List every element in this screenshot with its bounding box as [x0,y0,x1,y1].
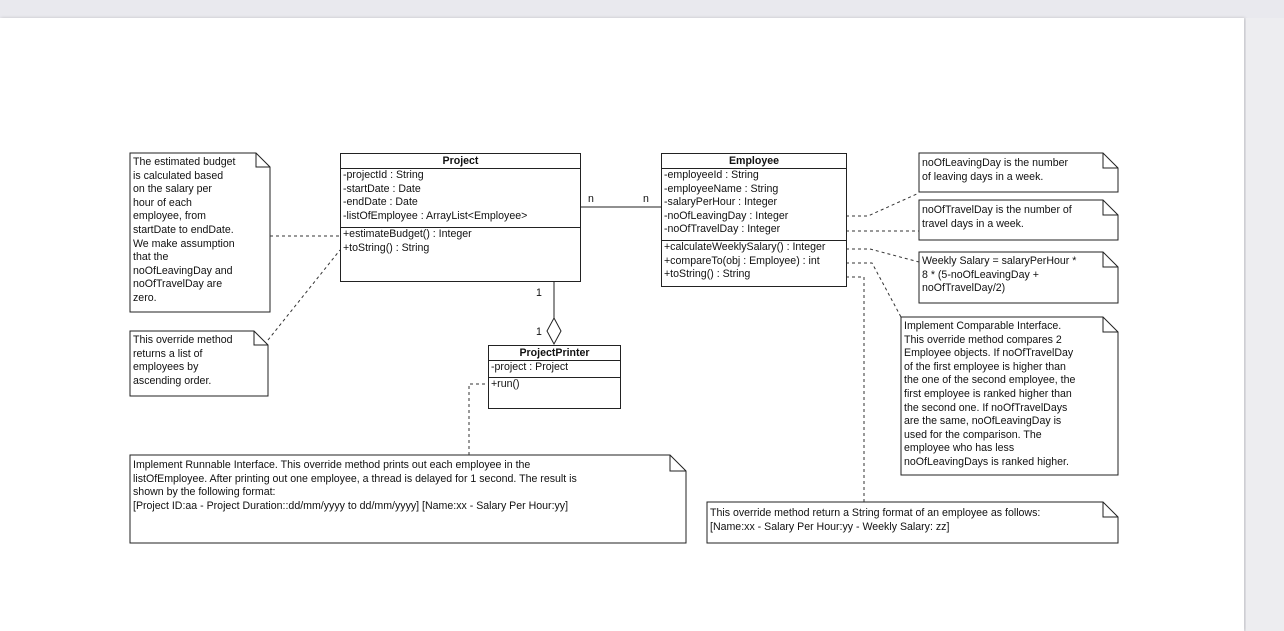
class-project-printer-name: ProjectPrinter [489,346,620,361]
aggregation-diamond [546,316,562,346]
note-line: listOfEmployee. After printing out one e… [133,472,577,485]
note-comparable-shape [900,316,1119,476]
note-line: [Project ID:aa - Project Duration::dd/mm… [133,499,569,512]
connector-leaving [846,192,920,217]
note-line: 8 * (5-noOfLeavingDay + [922,268,1039,281]
note-line: employees by [133,361,199,374]
note-line: used for the comparison. The [904,428,1042,441]
note-line: ascending order. [133,374,212,387]
right-scroll-area[interactable] [1246,18,1284,631]
attribute: -noOfLeavingDay : Integer [664,209,789,222]
note-line: noOfTravelDay is the number of [922,204,1072,216]
note-tostring-project: This override method returns a list of e… [130,332,237,390]
connector-weekly [846,248,920,263]
class-project-name: Project [341,154,580,169]
attribute: -listOfEmployee : ArrayList<Employee> [343,209,528,222]
note-tostring-employee-shape [706,501,1119,544]
note-line: noOfLeavingDay and [133,264,233,277]
note-line: employee who has less [904,442,1015,455]
attribute: -employeeName : String [664,182,779,195]
note-tostring-project-shape [129,330,269,397]
connector-tostring-project [267,249,341,341]
note-line: [Name:xx - Salary Per Hour:yy - Weekly S… [710,520,950,533]
class-employee-name: Employee [662,154,846,169]
method: +toString() : String [664,268,751,281]
note-travel-shape [918,199,1119,241]
attribute: -salaryPerHour : Integer [664,196,778,209]
note-line: first employee is ranked higher than [904,387,1072,400]
note-line: This override method [133,334,233,346]
attribute: -project : Project [491,361,569,373]
class-project-methods: +estimateBudget() : Integer +toString() … [341,228,580,255]
note-budget-shape [129,152,271,313]
note-tostring-employee: This override method return a String for… [707,505,1044,536]
note-runnable-shape [129,454,687,544]
attribute: -employeeId : String [664,169,759,181]
note-leaving-shape [918,152,1119,193]
class-employee[interactable]: Employee -employeeId : String -employeeN… [661,153,847,287]
multiplicity-aggregation-bottom: 1 [536,326,542,338]
note-line: employee, from [133,210,207,223]
note-line: hour of each [133,196,192,209]
note-line: the one of the second employee, the [904,374,1076,387]
class-project[interactable]: Project -projectId : String -startDate :… [340,153,581,282]
attribute: -endDate : Date [343,196,418,209]
note-travel: noOfTravelDay is the number of travel da… [919,202,1076,233]
note-leaving: noOfLeavingDay is the number of leaving … [919,155,1072,186]
note-line: startDate to endDate. [133,223,234,236]
multiplicity-employee-side: n [643,193,649,205]
note-line: Implement Comparable Interface. [904,320,1062,332]
note-line: the second one. If noOfTravelDays [904,401,1068,414]
connector-runnable [468,383,488,455]
note-line: is calculated based [133,169,224,182]
multiplicity-project-side: n [588,193,594,205]
note-runnable: Implement Runnable Interface. This overr… [130,457,581,515]
note-line: noOfLeavingDays is ranked higher. [904,455,1069,468]
note-line: This override method compares 2 [904,333,1062,346]
note-line: Weekly Salary = salaryPerHour * [922,255,1077,267]
note-line: This override method return a String for… [710,507,1041,519]
method: +toString() : String [343,241,430,254]
note-line: that the [133,251,169,264]
multiplicity-aggregation-top: 1 [536,287,542,299]
class-employee-attributes: -employeeId : String -employeeName : Str… [662,169,846,241]
note-line: travel days in a week. [922,217,1024,230]
note-line: noOfLeavingDay is the number [922,157,1069,169]
method: +run() [491,378,520,390]
method: +calculateWeeklySalary() : Integer [664,241,826,253]
note-line: Implement Runnable Interface. This overr… [133,459,531,471]
note-budget: The estimated budget is calculated based… [130,154,239,308]
note-line: The estimated budget [133,156,236,168]
note-line: Employee objects. If noOfTravelDay [904,347,1074,360]
note-line: We make assumption [133,237,235,250]
attribute: -noOfTravelDay : Integer [664,223,781,236]
connector-tostring-employee [846,276,865,502]
method: +estimateBudget() : Integer [343,228,472,240]
class-project-attributes: -projectId : String -startDate : Date -e… [341,169,580,228]
note-line: on the salary per [133,183,212,196]
note-line: zero. [133,291,157,304]
note-line: noOfTravelDay are [133,278,223,291]
note-line: of leaving days in a week. [922,170,1044,183]
note-weekly-shape [918,251,1119,304]
note-line: shown by the following format: [133,486,276,499]
note-weekly: Weekly Salary = salaryPerHour * 8 * (5-n… [919,253,1080,298]
class-project-printer[interactable]: ProjectPrinter -project : Project +run() [488,345,621,409]
note-line: of the first employee is higher than [904,360,1066,373]
class-project-printer-methods: +run() [489,378,620,392]
note-line: are the same, noOfLeavingDay is [904,415,1062,428]
top-bar [0,0,1284,18]
note-comparable: Implement Comparable Interface. This ove… [901,318,1079,472]
connector-comparable [846,262,902,318]
note-line: noOfTravelDay/2) [922,282,1006,295]
class-employee-methods: +calculateWeeklySalary() : Integer +comp… [662,241,846,282]
attribute: -projectId : String [343,169,424,181]
attribute: -startDate : Date [343,182,421,195]
method: +compareTo(obj : Employee) : int [664,254,820,267]
class-project-printer-attributes: -project : Project [489,361,620,378]
note-line: returns a list of [133,347,203,360]
